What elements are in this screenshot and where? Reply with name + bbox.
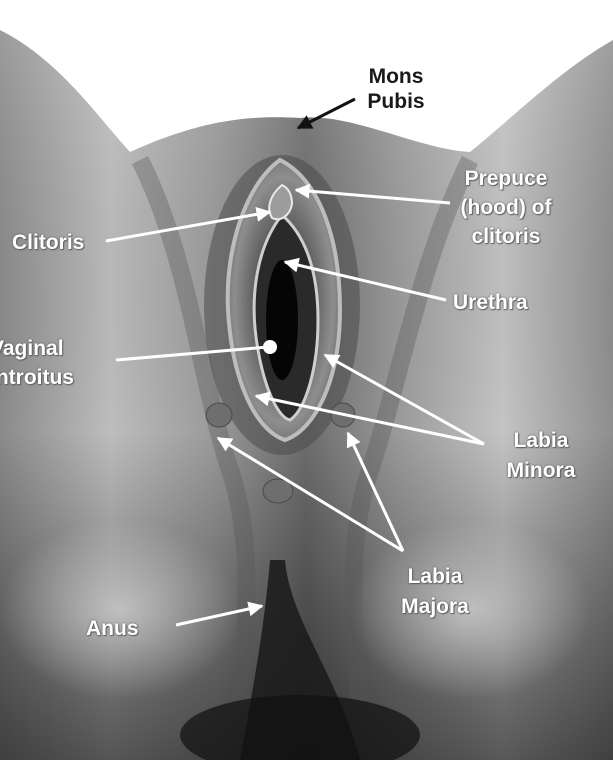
- label-vaginal-introitus-line-1: Vaginal: [0, 334, 74, 363]
- label-prepuce: Prepuce (hood) of clitoris: [444, 164, 568, 251]
- label-labia-majora-line-2: Majora: [380, 592, 490, 622]
- label-labia-minora-line-1: Labia: [486, 426, 596, 456]
- label-anus: Anus: [86, 616, 139, 641]
- label-labia-minora-line-2: Minora: [486, 456, 596, 486]
- label-prepuce-line-2: (hood) of: [444, 193, 568, 222]
- label-prepuce-line-3: clitoris: [444, 222, 568, 251]
- marker-dot-left: [206, 403, 232, 427]
- label-vaginal-introitus-line-2: Introitus: [0, 363, 74, 392]
- label-anus-line-1: Anus: [86, 616, 139, 641]
- label-clitoris-line-1: Clitoris: [12, 230, 84, 255]
- label-urethra-line-1: Urethra: [453, 290, 528, 315]
- label-labia-minora: Labia Minora: [486, 426, 596, 486]
- label-vaginal-introitus: Vaginal Introitus: [0, 334, 74, 392]
- label-clitoris: Clitoris: [12, 230, 84, 255]
- label-labia-majora: Labia Majora: [380, 562, 490, 622]
- label-mons-pubis-line-1: Mons: [352, 64, 440, 89]
- label-mons-pubis: Mons Pubis: [352, 64, 440, 114]
- label-prepuce-line-1: Prepuce: [444, 164, 568, 193]
- label-urethra: Urethra: [453, 290, 528, 315]
- label-mons-pubis-line-2: Pubis: [352, 89, 440, 114]
- label-labia-majora-line-1: Labia: [380, 562, 490, 592]
